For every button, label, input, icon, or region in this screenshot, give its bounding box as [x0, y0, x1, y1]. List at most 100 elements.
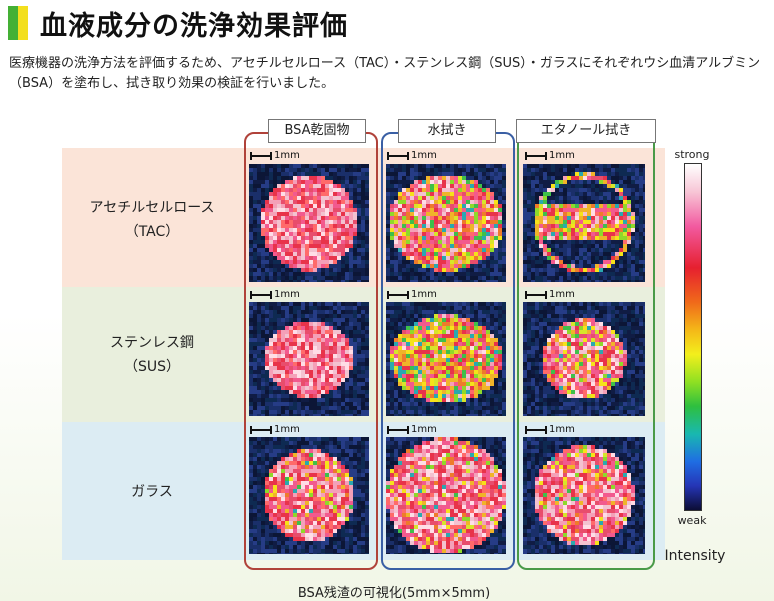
- image-pixel: [430, 342, 434, 346]
- image-pixel: [273, 204, 277, 208]
- image-pixel: [454, 330, 458, 334]
- image-pixel: [539, 244, 543, 248]
- image-pixel: [353, 220, 357, 224]
- image-pixel: [442, 410, 446, 414]
- image-pixel: [502, 378, 506, 382]
- image-pixel: [458, 406, 462, 410]
- image-pixel: [289, 330, 293, 334]
- image-pixel: [482, 306, 486, 310]
- image-pixel: [349, 346, 353, 350]
- image-pixel: [249, 240, 253, 244]
- image-pixel: [474, 334, 478, 338]
- image-pixel: [494, 180, 498, 184]
- image-pixel: [285, 394, 289, 398]
- image-pixel: [394, 268, 398, 272]
- image-pixel: [422, 172, 426, 176]
- image-pixel: [390, 272, 394, 276]
- image-pixel: [289, 280, 293, 282]
- image-pixel: [418, 276, 422, 280]
- image-pixel: [285, 366, 289, 370]
- image-pixel: [502, 232, 506, 236]
- image-pixel: [390, 346, 394, 350]
- image-pixel: [257, 390, 261, 394]
- image-pixel: [357, 176, 361, 180]
- image-pixel: [398, 196, 402, 200]
- image-pixel: [414, 196, 418, 200]
- image-pixel: [627, 350, 631, 354]
- image-pixel: [414, 184, 418, 188]
- image-pixel: [406, 346, 410, 350]
- image-pixel: [446, 414, 450, 416]
- image-pixel: [539, 212, 543, 216]
- image-pixel: [535, 164, 539, 168]
- image-pixel: [253, 168, 257, 172]
- image-pixel: [523, 362, 527, 366]
- image-pixel: [269, 410, 273, 414]
- image-pixel: [313, 172, 317, 176]
- image-pixel: [466, 248, 470, 252]
- image-pixel: [591, 330, 595, 334]
- image-pixel: [345, 366, 349, 370]
- image-pixel: [341, 224, 345, 228]
- image-pixel: [273, 256, 277, 260]
- image-pixel: [434, 280, 438, 282]
- image-pixel: [341, 350, 345, 354]
- image-pixel: [357, 224, 361, 228]
- image-pixel: [353, 322, 357, 326]
- image-pixel: [341, 326, 345, 330]
- image-pixel: [470, 382, 474, 386]
- image-pixel: [543, 350, 547, 354]
- image-pixel: [249, 228, 253, 232]
- image-pixel: [249, 386, 253, 390]
- image-pixel: [591, 260, 595, 264]
- image-pixel: [261, 200, 265, 204]
- image-pixel: [555, 310, 559, 314]
- image-pixel: [442, 176, 446, 180]
- image-pixel: [446, 240, 450, 244]
- image-pixel: [486, 248, 490, 252]
- image-pixel: [535, 318, 539, 322]
- image-pixel: [611, 224, 615, 228]
- image-pixel: [305, 330, 309, 334]
- image-pixel: [337, 394, 341, 398]
- image-pixel: [333, 180, 337, 184]
- image-pixel: [349, 204, 353, 208]
- image-pixel: [623, 362, 627, 366]
- image-pixel: [390, 382, 394, 386]
- image-pixel: [426, 272, 430, 276]
- image-pixel: [474, 318, 478, 322]
- image-pixel: [547, 216, 551, 220]
- image-pixel: [277, 268, 281, 272]
- image-pixel: [567, 354, 571, 358]
- image-pixel: [639, 224, 643, 228]
- image-pixel: [607, 334, 611, 338]
- image-pixel: [273, 240, 277, 244]
- image-pixel: [627, 276, 631, 280]
- image-pixel: [462, 204, 466, 208]
- image-pixel: [607, 204, 611, 208]
- image-pixel: [603, 346, 607, 350]
- image-pixel: [619, 236, 623, 240]
- image-pixel: [567, 342, 571, 346]
- image-pixel: [345, 334, 349, 338]
- image-pixel: [442, 200, 446, 204]
- image-pixel: [450, 268, 454, 272]
- image-pixel: [426, 318, 430, 322]
- image-pixel: [587, 350, 591, 354]
- image-pixel: [442, 248, 446, 252]
- image-pixel: [579, 228, 583, 232]
- image-pixel: [458, 260, 462, 264]
- image-pixel: [498, 200, 502, 204]
- image-pixel: [543, 164, 547, 168]
- image-pixel: [285, 370, 289, 374]
- image-pixel: [390, 394, 394, 398]
- image-pixel: [599, 180, 603, 184]
- image-pixel: [297, 326, 301, 330]
- image-pixel: [398, 310, 402, 314]
- image-pixel: [317, 334, 321, 338]
- image-pixel: [321, 172, 325, 176]
- image-pixel: [615, 224, 619, 228]
- image-pixel: [261, 220, 265, 224]
- image-pixel: [406, 200, 410, 204]
- image-pixel: [406, 248, 410, 252]
